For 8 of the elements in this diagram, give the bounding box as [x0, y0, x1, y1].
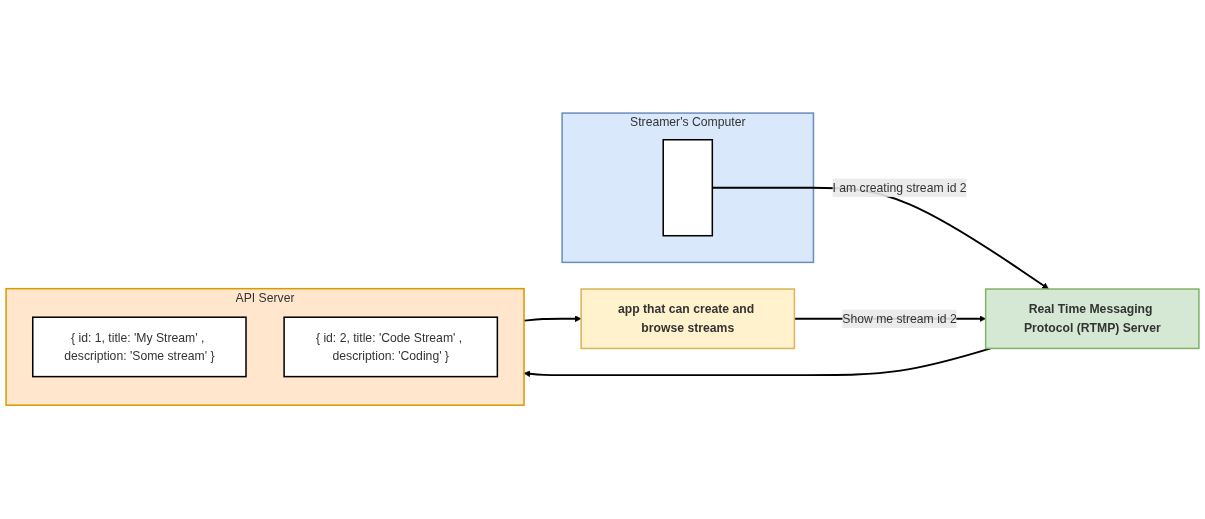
edge-label: I am creating stream id 2: [832, 181, 967, 195]
cluster: Streamer's Computer: [561, 112, 815, 264]
node-box: { id: 1, title: 'My Stream' , description: 'Some stream' }: [32, 316, 247, 378]
node-box: { id: 2, title: 'Code Stream' , description: 'Coding' }: [283, 316, 499, 378]
node-box: Real Time Messaging Protocol (RTMP) Server: [984, 288, 1200, 350]
edge-label: Show me stream id 2: [842, 312, 957, 326]
node-box: [662, 139, 714, 237]
node-box: app that can create and browse streams: [580, 288, 796, 350]
